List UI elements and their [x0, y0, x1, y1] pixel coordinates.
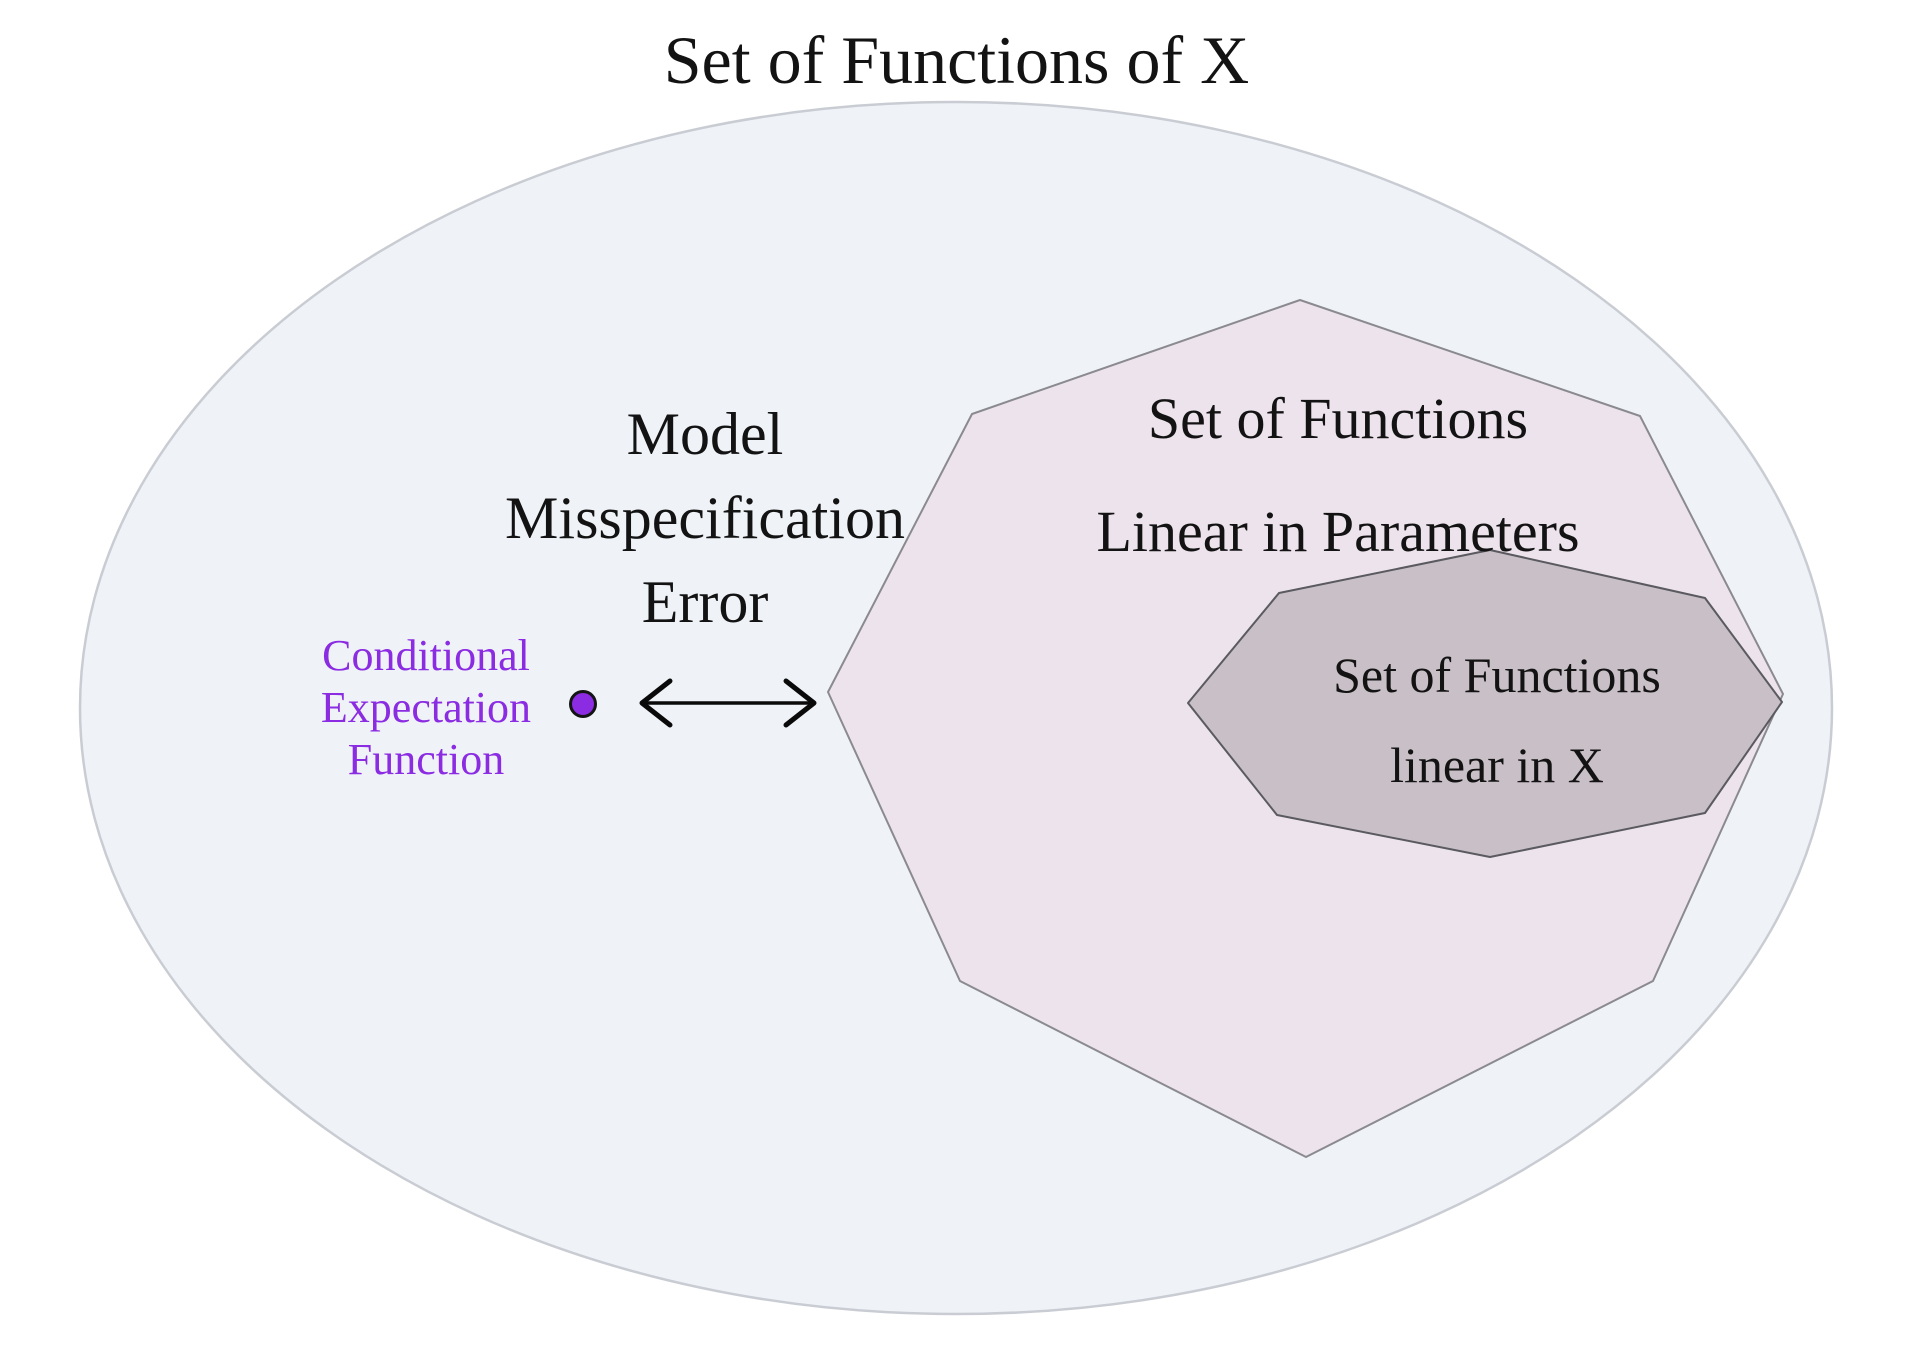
linear-params-line-2: Linear in Parameters: [1096, 499, 1580, 564]
linear-in-x-polygon: [1187, 549, 1783, 858]
cef-line-3: Function: [347, 735, 505, 784]
linear-x-line-2: linear in X: [1390, 737, 1604, 793]
model-error-line-2: Misspecification: [505, 485, 905, 551]
conditional-expectation-label: Conditional Expectation Function: [226, 630, 626, 786]
outer-set-title: Set of Functions of X: [663, 22, 1250, 98]
misspecification-arrow: [639, 678, 817, 728]
cef-dot: [569, 690, 597, 718]
model-error-line-1: Model: [626, 401, 784, 467]
linear-in-x-label: Set of Functions linear in X: [1197, 630, 1797, 810]
linear-in-parameters-label: Set of Functions Linear in Parameters: [988, 362, 1688, 588]
cef-line-1: Conditional: [322, 631, 530, 680]
cef-line-2: Expectation: [320, 683, 532, 732]
model-error-line-3: Error: [641, 569, 769, 635]
linear-params-line-1: Set of Functions: [1147, 386, 1529, 451]
linear-x-line-1: Set of Functions: [1333, 647, 1661, 703]
model-misspecification-label: Model Misspecification Error: [405, 392, 1005, 644]
